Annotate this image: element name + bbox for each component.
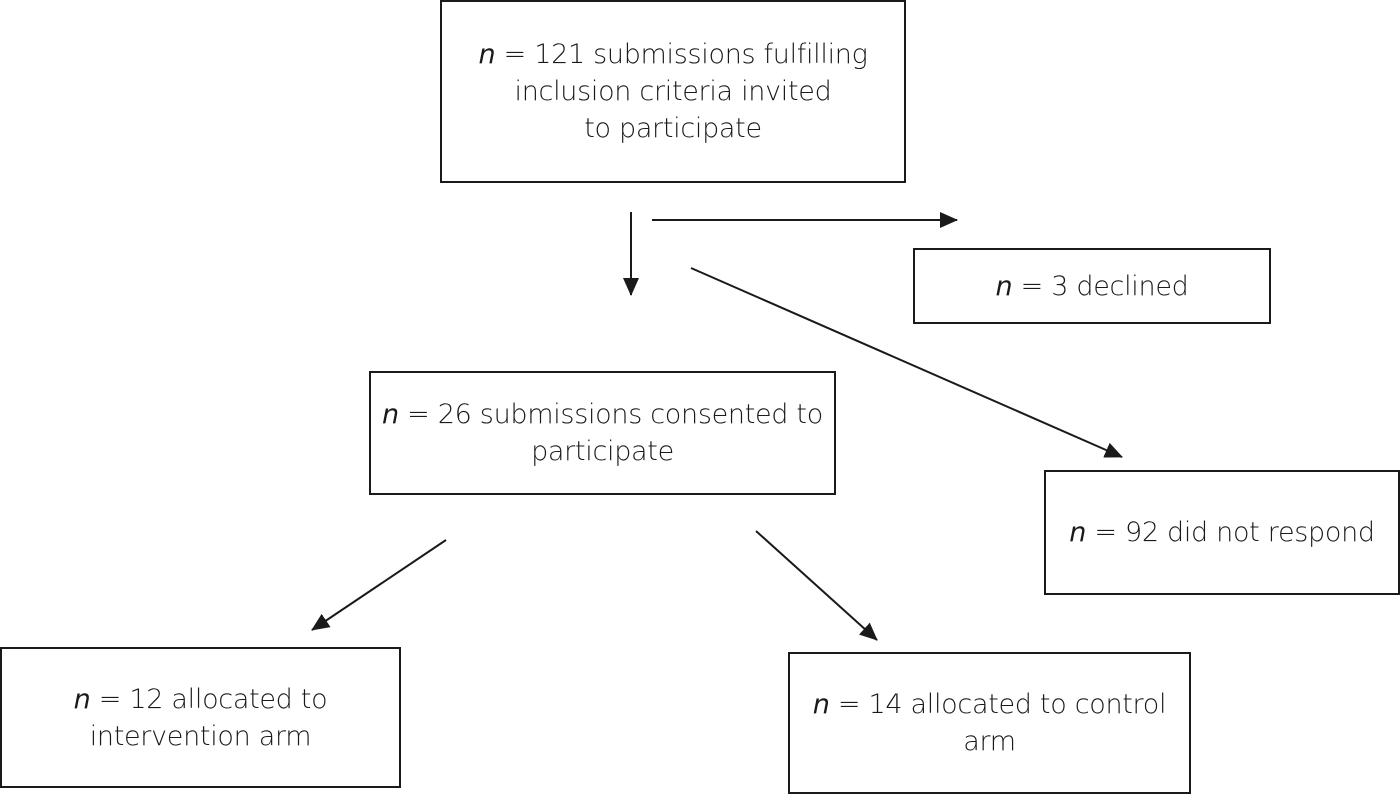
n-symbol: n	[478, 39, 496, 70]
node-intervention-line-2: intervention arm	[89, 720, 312, 752]
node-invited-line-2: inclusion criteria invited	[514, 76, 832, 107]
arrow-consented-to-control	[755, 530, 878, 641]
n-symbol: n	[995, 270, 1013, 302]
node-no-response: n = 92 did not respond	[1044, 470, 1400, 595]
node-control-line-1: n = 14 allocated to control	[812, 689, 1167, 720]
node-declined: n = 3 declined	[913, 248, 1271, 324]
node-consented-line-1: n = 26 submissions consented to	[382, 399, 823, 430]
node-intervention-line-1: n = 12 allocated to	[73, 683, 328, 715]
n-symbol: n	[73, 683, 91, 715]
node-declined-line-1: n = 3 declined	[995, 270, 1189, 302]
n-symbol: n	[812, 689, 830, 720]
node-no-response-line-1: n = 92 did not respond	[1069, 517, 1375, 548]
node-consented-line-2: participate	[531, 436, 674, 467]
node-control-line-2: arm	[963, 726, 1016, 757]
arrow-invited-to-no-response	[690, 267, 1123, 458]
arrow-consented-to-intervention	[311, 539, 447, 631]
node-invited-line-3: to participate	[584, 113, 762, 144]
node-control: n = 14 allocated to control arm	[788, 652, 1191, 794]
node-invited: n = 121 submissions fulfilling inclusion…	[440, 0, 906, 183]
n-symbol: n	[382, 399, 399, 430]
node-invited-line-1: n = 121 submissions fulfilling	[478, 39, 868, 70]
node-consented: n = 26 submissions consented to particip…	[369, 371, 836, 495]
node-intervention: n = 12 allocated to intervention arm	[0, 647, 401, 788]
n-symbol: n	[1069, 517, 1087, 548]
